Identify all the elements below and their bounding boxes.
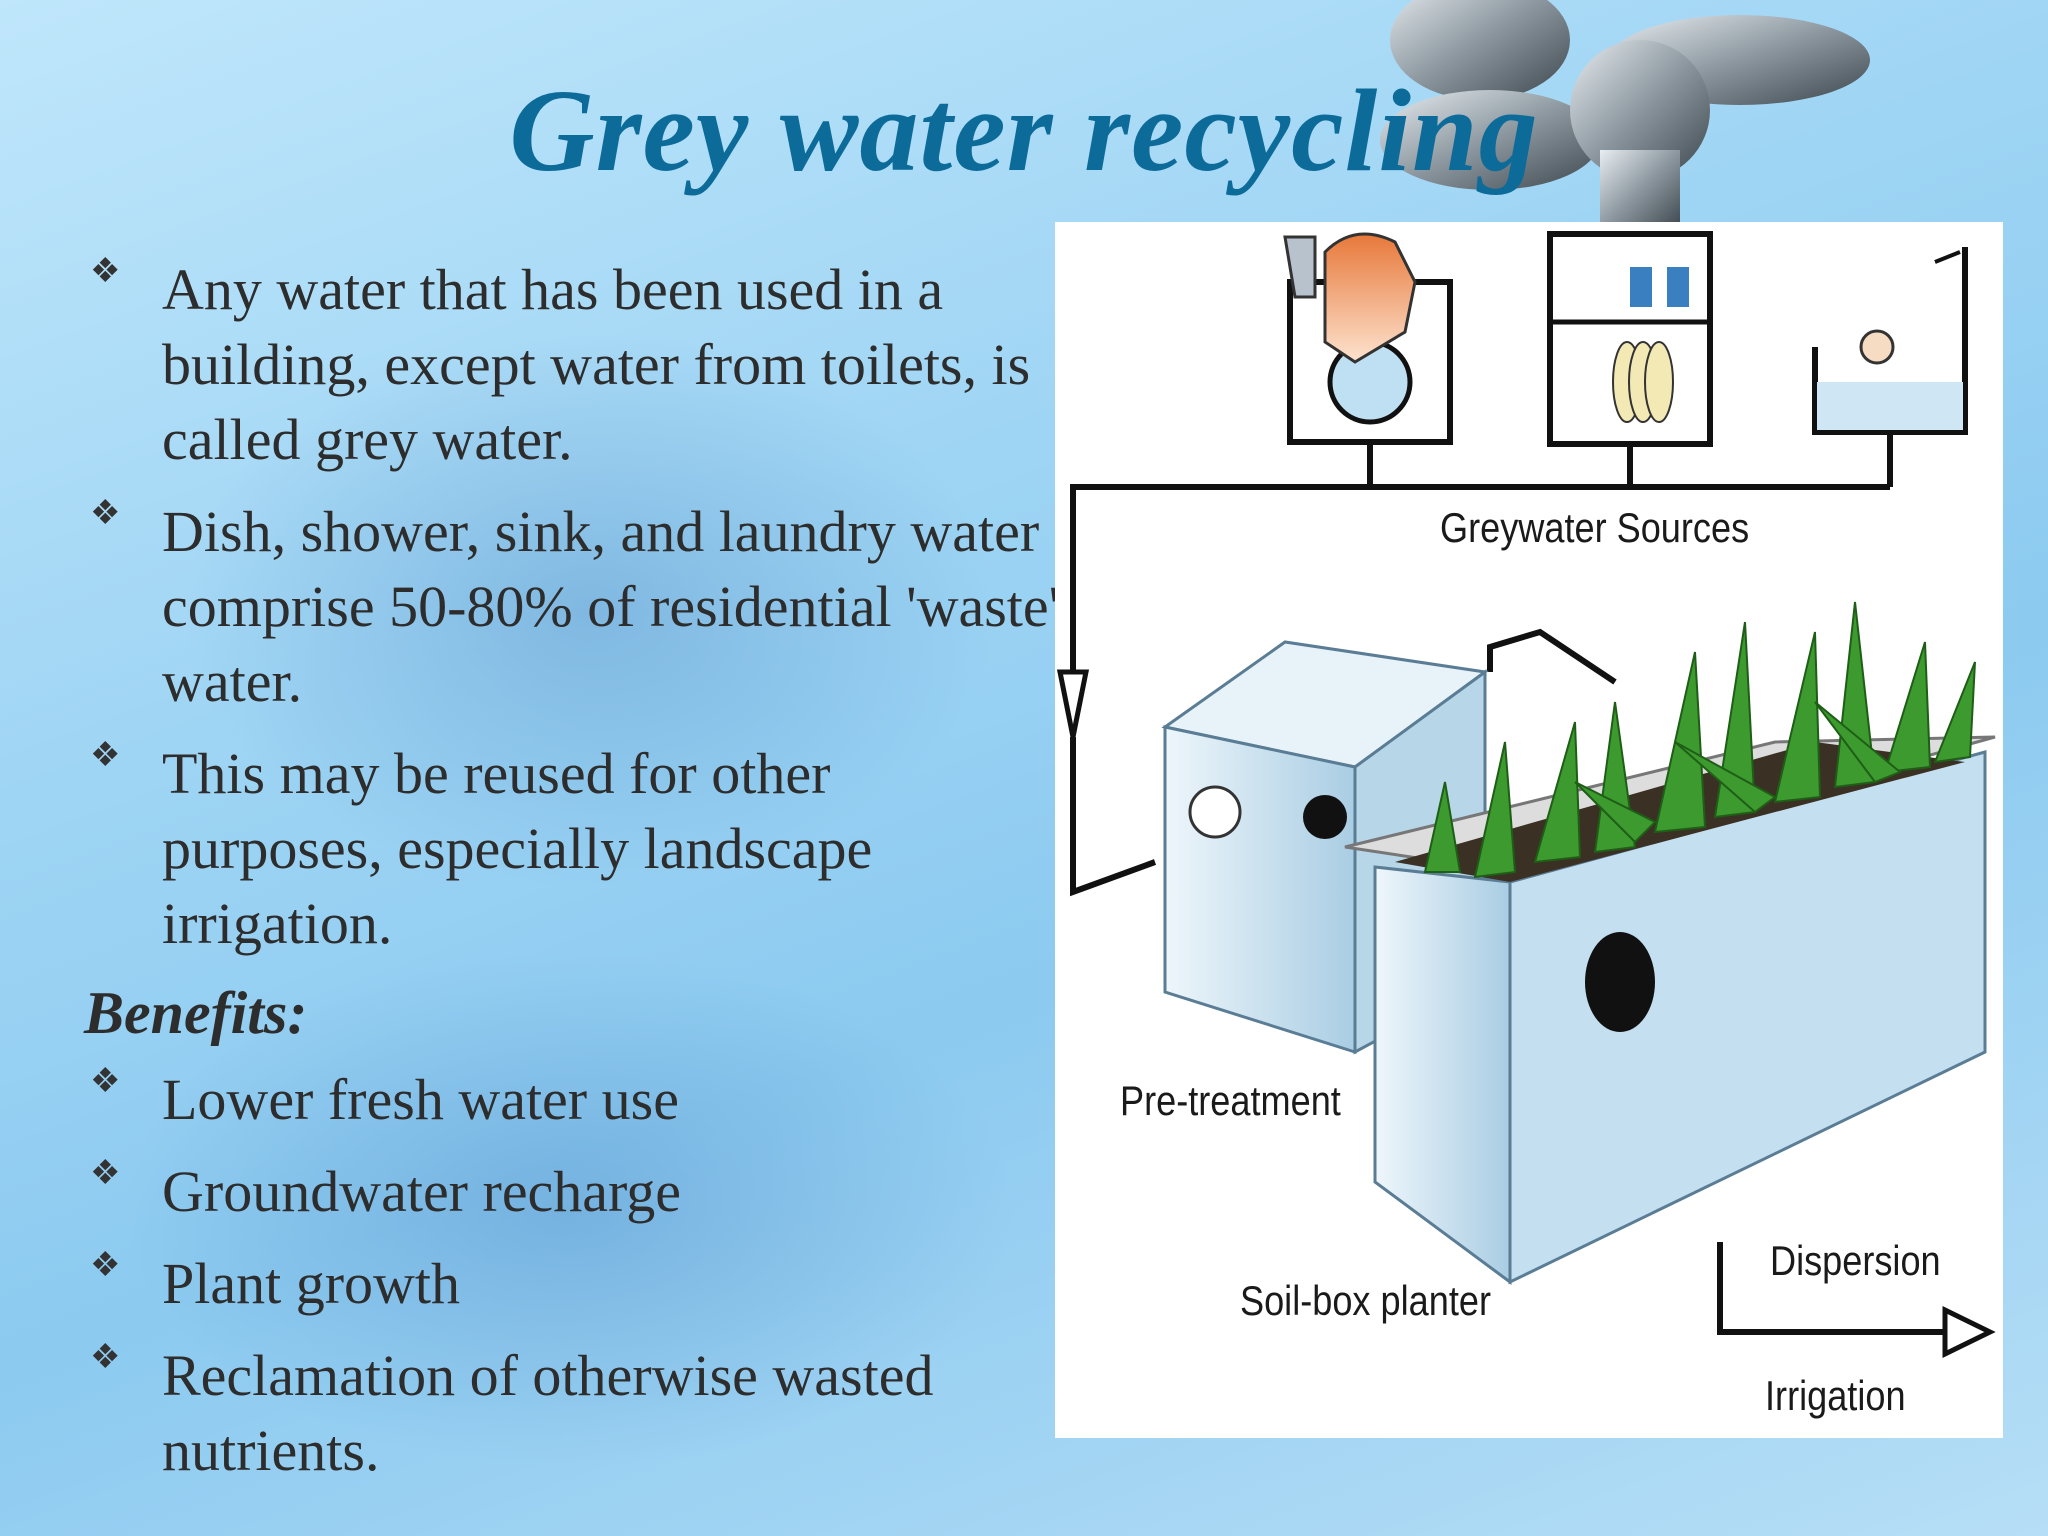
pipe-lines — [1070, 432, 1893, 897]
soil-box-planter-label: Soil-box planter — [1240, 1277, 1491, 1324]
diamond-bullet-icon: ❖ — [90, 737, 121, 774]
dispersion-arrow-icon — [1942, 1305, 1996, 1359]
greywater-sources-label: Greywater Sources — [1440, 504, 1750, 551]
bullet-item: ❖ Any water that has been used in a buil… — [80, 252, 1060, 477]
benefits-heading: Benefits: — [84, 980, 308, 1046]
flow-arrow-icon — [1056, 669, 1090, 738]
dispersion-label: Dispersion — [1770, 1237, 1941, 1284]
benefit-text: Plant growth — [162, 1251, 461, 1316]
laundry-icon — [1283, 232, 1453, 445]
diamond-bullet-icon: ❖ — [90, 253, 121, 290]
benefit-text: Groundwater recharge — [162, 1159, 682, 1224]
benefit-item: ❖ Reclamation of otherwise wasted nutrie… — [80, 1338, 1060, 1488]
pretreatment-label: Pre-treatment — [1120, 1077, 1341, 1124]
benefit-item: ❖ Plant growth — [80, 1246, 1060, 1321]
bullet-list: ❖ Any water that has been used in a buil… — [80, 252, 1060, 1505]
diagram-illustration — [1056, 231, 1996, 1359]
irrigation-label: Irrigation — [1765, 1372, 1906, 1419]
plants-icon — [1423, 601, 1976, 879]
diamond-bullet-icon: ❖ — [90, 495, 121, 532]
benefit-text: Reclamation of otherwise wasted nutrient… — [162, 1343, 934, 1483]
diamond-bullet-icon: ❖ — [90, 1247, 121, 1284]
benefit-item: ❖ Groundwater recharge — [80, 1154, 1060, 1229]
background-swirl — [120, 950, 1020, 1470]
bullet-item: ❖ This may be reused for other purposes,… — [80, 736, 1060, 961]
slide-title: Grey water recycling — [509, 65, 1539, 196]
benefit-item: ❖ Lower fresh water use — [80, 1062, 1060, 1137]
diamond-bullet-icon: ❖ — [90, 1063, 121, 1100]
shower-icon — [1812, 247, 1968, 435]
background-swirl — [180, 330, 1000, 890]
bullet-text: This may be reused for other purposes, e… — [162, 741, 873, 956]
bullet-text: Dish, shower, sink, and laundry water co… — [162, 499, 1060, 714]
bullet-text: Any water that has been used in a buildi… — [162, 257, 1031, 472]
dispersion-pipe — [1717, 1242, 1945, 1335]
diamond-bullet-icon: ❖ — [90, 1155, 121, 1192]
dishes-icon — [1547, 231, 1713, 447]
bullet-item: ❖ Dish, shower, sink, and laundry water … — [80, 494, 1060, 719]
greywater-diagram: Greywater Sources Pre-treatment Soil-box… — [1055, 222, 2003, 1438]
diamond-bullet-icon: ❖ — [90, 1339, 121, 1376]
benefit-text: Lower fresh water use — [162, 1067, 679, 1132]
